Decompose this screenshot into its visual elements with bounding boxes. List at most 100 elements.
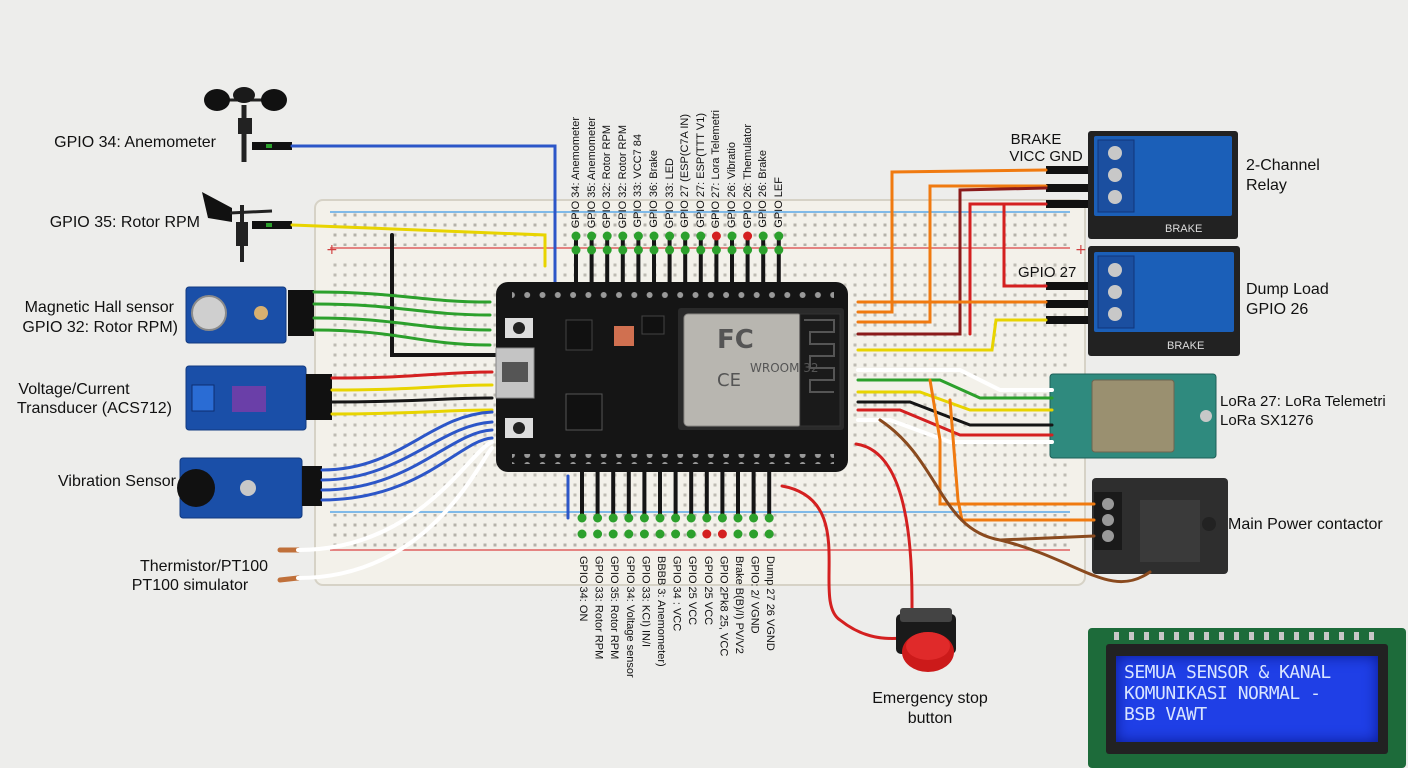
relay-name-label-1: 2-Channel — [1246, 157, 1320, 174]
gpio27-label: GPIO 27 — [1018, 264, 1077, 281]
bottom-pin-label: Brake B(B)/I) PV/V2 — [733, 556, 745, 654]
top-pin-led — [758, 231, 768, 241]
thermistor-label-2: PT100 simulator — [131, 577, 249, 594]
top-pin-label: GPIO 26: Brake — [757, 150, 770, 228]
top-pin-led — [680, 231, 690, 241]
esp32-ce-mark: CE — [717, 370, 741, 391]
bottom-pin-led — [764, 529, 774, 539]
top-pin-led — [665, 231, 675, 241]
relay-vcc-gnd-label: VICC GND — [1009, 148, 1083, 165]
top-pin-led — [711, 245, 721, 255]
lora-module — [1049, 373, 1217, 459]
bottom-pin-label: GPIO 25 VCC — [686, 556, 699, 626]
bottom-pin-led — [655, 513, 665, 523]
dump-load-label-2: GPIO 26 — [1246, 301, 1309, 318]
transducer-label-1: Voltage/Current — [18, 381, 130, 398]
top-pin-led — [618, 245, 628, 255]
bottom-pin-label: GPIO 34 : VCC — [670, 556, 683, 632]
esp32-module-text: WROOM 32 — [750, 361, 819, 375]
main-power-contactor-label: Main Power contactor — [1228, 516, 1383, 533]
vibration-sensor-label: Vibration Sensor — [58, 473, 176, 490]
left-wires — [290, 144, 570, 580]
hall-sensor-label-1: Magnetic Hall sensor — [24, 299, 174, 316]
lora-label-1: LoRa 27: LoRa Telemetri — [1220, 393, 1386, 410]
lcd-screen: SEMUA SENSOR & KANAL KOMUNIKASI NORMAL -… — [1116, 656, 1378, 742]
top-pin-wires — [571, 231, 784, 284]
top-pin-label: GPIO 27: ESP(TTT V1) — [694, 113, 707, 228]
bottom-pin-led — [624, 513, 634, 523]
bottom-pin-led — [671, 513, 681, 523]
lcd-line-2: KOMUNIKASI NORMAL - — [1124, 683, 1321, 704]
bottom-pin-led — [639, 513, 649, 523]
esp32-fcc-mark: FC — [717, 325, 754, 355]
lcd-header-pins — [1114, 632, 1384, 640]
bottom-pin-led — [608, 529, 618, 539]
bottom-pin-led — [577, 513, 587, 523]
top-pin-led — [727, 231, 737, 241]
bottom-pin-led — [733, 529, 743, 539]
top-pin-led — [649, 231, 659, 241]
bottom-pin-led — [577, 529, 587, 539]
top-pin-label: GPIO 27: Lora Telemetri — [710, 109, 723, 228]
bottom-pin-led — [717, 529, 727, 539]
bottom-pin-label: GPIO 34: ON — [577, 556, 589, 622]
top-pin-led — [649, 245, 659, 255]
top-pin-led — [571, 245, 581, 255]
bottom-pin-label: Dump 27 26 VGND — [764, 556, 777, 651]
relay1-silk-label: BRAKE — [1165, 223, 1202, 235]
svg-text:+: + — [326, 242, 338, 258]
right-wires — [780, 168, 1152, 640]
bottom-pin-led — [608, 513, 618, 523]
rotor-rpm-label: GPIO 35: Rotor RPM — [49, 214, 200, 231]
relay-name-label-2: Relay — [1246, 177, 1287, 194]
top-pin-label: GPIO 34: Anemometer — [570, 116, 582, 228]
top-pin-led — [680, 245, 690, 255]
lcd-bezel: SEMUA SENSOR & KANAL KOMUNIKASI NORMAL -… — [1106, 644, 1388, 754]
bottom-pin-led — [686, 513, 696, 523]
top-pin-label: GPIO 36: Brake — [648, 150, 660, 228]
top-pin-label: GPIO 26: Vibratio — [726, 141, 738, 228]
bottom-pin-label: GPIO: 2/ VGND — [748, 556, 761, 634]
bottom-pin-label: GPIO 35: Rotor RPM — [608, 556, 621, 660]
transducer-label-2: Transducer (ACS712) — [16, 400, 172, 417]
bottom-pin-label: BBBB 3: Anemometer) — [655, 556, 667, 667]
wind-vane-icon — [202, 192, 292, 262]
anemometer-label: GPIO 34: Anemometer — [54, 134, 216, 151]
lcd-display: SEMUA SENSOR & KANAL KOMUNIKASI NORMAL -… — [1088, 628, 1406, 768]
emergency-stop-label-1: Emergency stop — [872, 690, 988, 707]
bottom-pin-led — [655, 529, 665, 539]
top-pin-led — [633, 245, 643, 255]
top-pin-led — [571, 231, 581, 241]
acs712-module — [185, 365, 332, 431]
bottom-pin-led — [702, 529, 712, 539]
top-pin-led — [696, 231, 706, 241]
esp32-board — [495, 282, 848, 472]
bottom-pin-label: GPIO 33: KCI) IN/I — [639, 556, 652, 648]
bottom-pin-led — [639, 529, 649, 539]
top-pin-label: GPIO 33: LED — [663, 157, 676, 228]
thermistor-probes — [277, 547, 301, 583]
bottom-pin-label: GPIO 33: Rotor RPM — [592, 556, 605, 660]
bottom-pin-led — [686, 529, 696, 539]
top-pin-led — [602, 231, 612, 241]
top-pin-led — [618, 231, 628, 241]
bottom-pin-led — [733, 513, 743, 523]
top-pin-led — [587, 231, 597, 241]
bottom-pin-led — [702, 513, 712, 523]
bottom-pin-led — [717, 513, 727, 523]
lcd-line-3: BSB VAWT — [1124, 704, 1207, 725]
dump-load-label-1: Dump Load — [1246, 281, 1329, 298]
top-pin-led — [587, 245, 597, 255]
bottom-pin-led — [593, 513, 603, 523]
top-pin-led — [727, 245, 737, 255]
bottom-pin-label: GPIO 25 VCC — [701, 556, 714, 626]
vibration-sensor-module — [177, 457, 322, 519]
top-pin-led — [696, 245, 706, 255]
bottom-pin-led — [593, 529, 603, 539]
top-pin-label: GPIO 27 (ESP(C7A IN) — [679, 114, 692, 228]
top-pin-led — [602, 245, 612, 255]
bottom-pin-label: GPIO 34: Voltage sensor — [623, 556, 636, 678]
top-pin-led — [743, 231, 753, 241]
top-pin-label: GPIO LEF — [772, 177, 785, 228]
emergency-stop-label-2: button — [907, 710, 953, 727]
